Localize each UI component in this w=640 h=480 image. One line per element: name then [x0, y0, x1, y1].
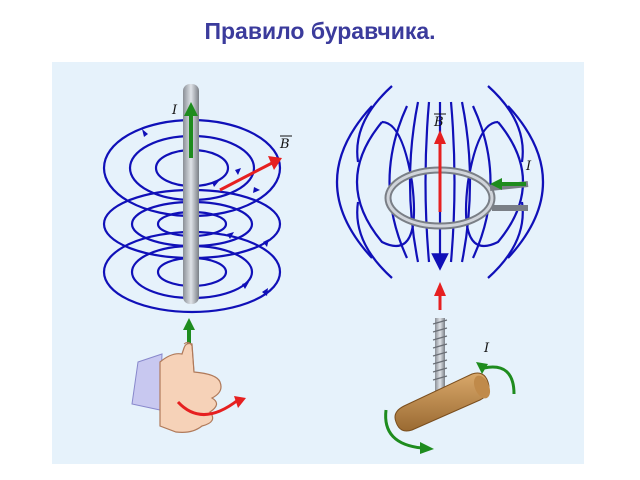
- current-label-wire: I: [171, 103, 178, 118]
- current-label-coil: I: [525, 159, 532, 174]
- ring-coil-group: I B: [335, 85, 545, 454]
- diagram-panel: I B: [52, 62, 584, 464]
- field-vector-arrow: [219, 160, 275, 192]
- field-label-wire: B: [279, 137, 290, 152]
- page-title: Правило буравчика.: [204, 18, 436, 44]
- field-direction-arrows: [142, 129, 269, 296]
- wooden-handle-icon: [394, 372, 491, 432]
- thumb-up-hand-icon: [131, 341, 246, 433]
- straight-wire-group: I B: [102, 84, 292, 433]
- field-label-coil: B: [433, 115, 444, 130]
- gimlet-screw-icon: [432, 318, 448, 402]
- gimlet-rule-diagram: I B: [102, 84, 545, 454]
- coil-field-lines: [335, 85, 545, 279]
- current-label-gimlet: I: [483, 341, 490, 356]
- wire-icon: [183, 84, 199, 304]
